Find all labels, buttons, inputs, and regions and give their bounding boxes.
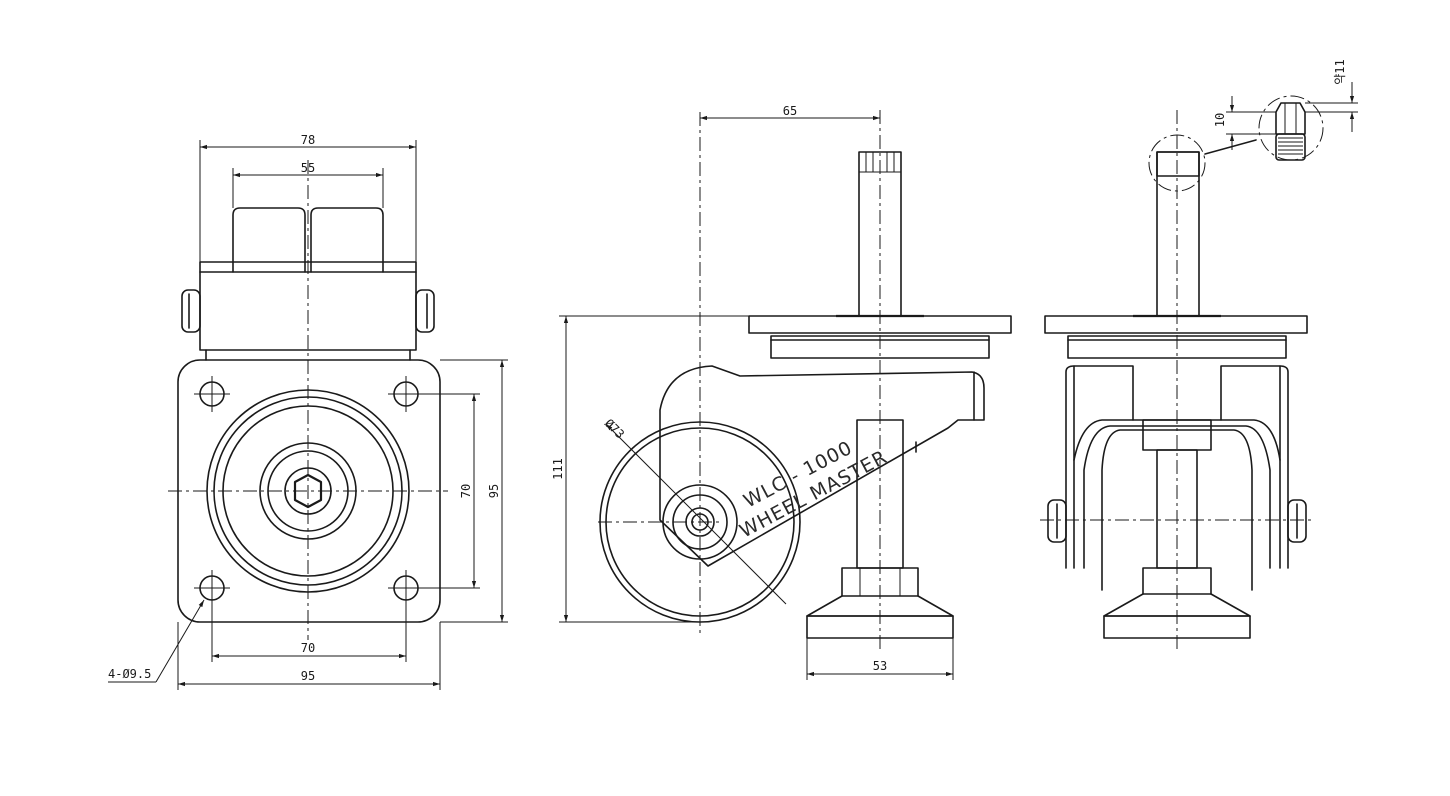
dim-53-label: 53: [873, 659, 887, 673]
rear-view-yoke: [1047, 365, 1307, 591]
rear-view: 10 약11: [1040, 59, 1358, 652]
dim-side-offset: 65: [700, 104, 880, 121]
dim-65-label: 65: [783, 104, 797, 118]
dim-plate-height: 95: [440, 359, 508, 623]
dim-111-label: 111: [551, 458, 565, 480]
dim-95-bottom-label: 95: [301, 669, 315, 683]
dim-foot-diameter: 53: [806, 638, 954, 680]
front-view-wheels: [232, 207, 384, 273]
dim-side-height: 111: [551, 315, 749, 623]
detail-bolt-view: 10 약11: [1213, 59, 1358, 161]
hole-callout: 4-Ø9.5: [108, 599, 205, 683]
dim-front-wheel-width: 55: [232, 161, 384, 208]
side-view: WLC - 1000 WHEEL MASTER 65 111 Ø73 53: [551, 104, 1012, 680]
dim-plate-width: 95: [177, 622, 441, 690]
dim-hole-spacing-vertical: 70: [418, 393, 480, 589]
dim-95-right-label: 95: [487, 484, 501, 498]
hole-callout-label: 4-Ø9.5: [108, 667, 151, 681]
dim-78-label: 78: [301, 133, 315, 147]
dim-70-right-label: 70: [459, 484, 473, 498]
dim-hole-spacing-horizontal: 70: [211, 600, 407, 662]
dim-front-top-width: 78: [199, 133, 417, 262]
dim-70-bottom-label: 70: [301, 641, 315, 655]
detail-dim-11-label: 약11: [1332, 59, 1347, 85]
detail-dim-10-label: 10: [1213, 113, 1227, 127]
side-view-fork: [659, 365, 985, 567]
dim-diameter-label: Ø73: [602, 416, 627, 441]
dim-55-label: 55: [301, 161, 315, 175]
front-view: 78 55 70 95 70: [108, 133, 508, 690]
